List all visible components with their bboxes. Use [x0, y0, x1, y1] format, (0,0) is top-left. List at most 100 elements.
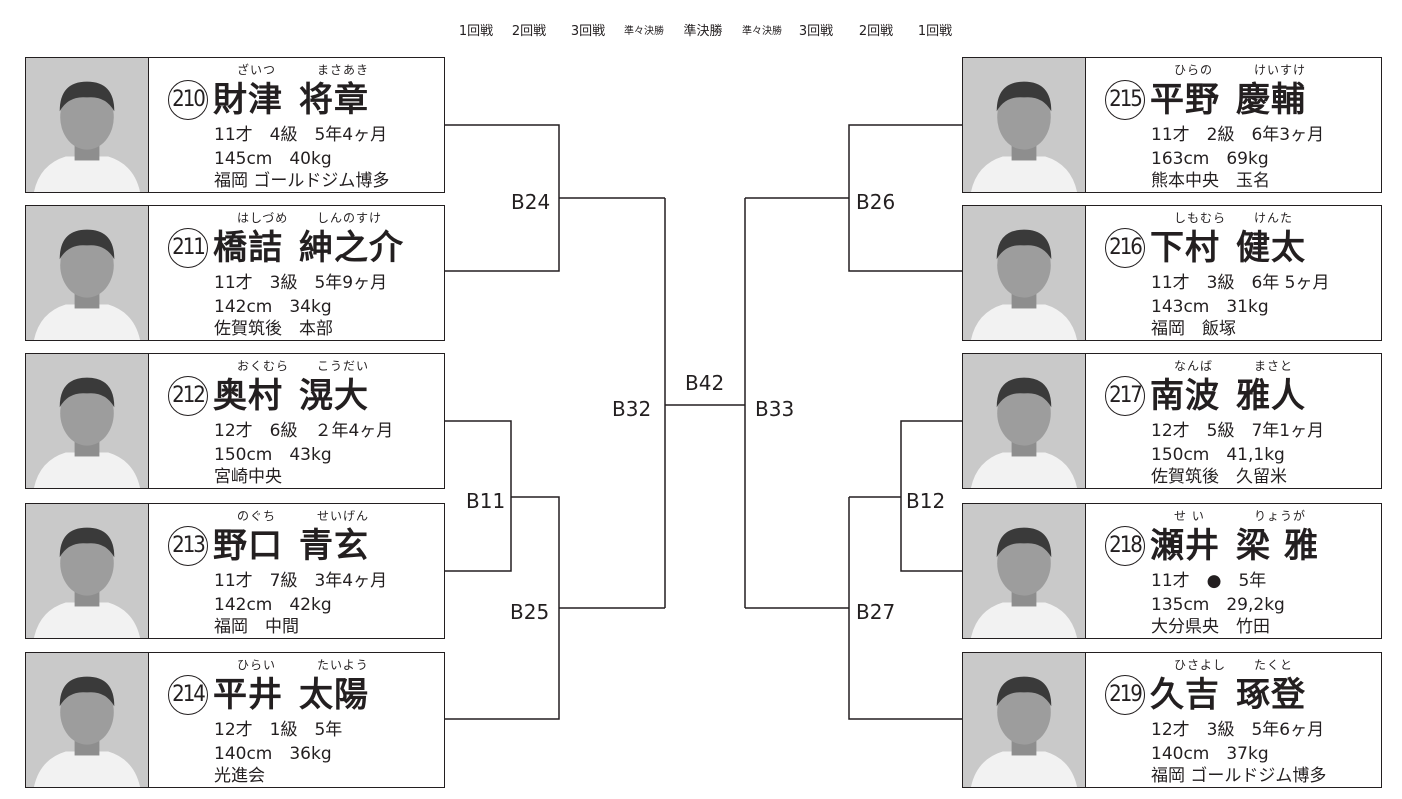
- portrait-silhouette: [963, 653, 1085, 787]
- round-label: 2回戦: [858, 24, 894, 39]
- surname-furigana: しもむら: [1174, 211, 1227, 225]
- surname: 平井: [213, 675, 283, 715]
- dojo-affiliation: 佐賀筑後 本部: [214, 319, 333, 339]
- age-rank-experience: 12才 5級 7年1ヶ月: [1151, 421, 1325, 441]
- player-info: 211 はしづめ しんのすけ 橋詰 紳之介 11才 3級 5年9ヶ月 142cm…: [149, 206, 444, 340]
- surname-furigana: なんば: [1174, 359, 1214, 373]
- portrait-silhouette: [26, 58, 148, 192]
- entry-number: 219: [1105, 675, 1145, 715]
- height-weight: 142cm 42kg: [214, 595, 332, 615]
- surname-furigana: ひらの: [1174, 63, 1214, 77]
- surname-furigana: ざいつ: [237, 63, 277, 77]
- round-label: 準々決勝: [624, 26, 664, 37]
- round-label: 3回戦: [570, 24, 606, 39]
- age-rank-experience: 12才 6級 ２年4ヶ月: [214, 421, 394, 441]
- bracket-line-b26: [848, 124, 962, 272]
- player-photo: [963, 58, 1086, 192]
- age-rank-experience: 11才 3級 5年9ヶ月: [214, 273, 388, 293]
- given-name: 青玄: [299, 526, 369, 566]
- round-label: 2回戦: [511, 24, 547, 39]
- surname: 橋詰: [213, 228, 283, 268]
- player-info: 215 ひらの けいすけ 平野 慶輔 11才 2級 6年3ヶ月 163cm 69…: [1086, 58, 1381, 192]
- given-name: 太陽: [299, 675, 369, 715]
- given-name: 雅人: [1236, 376, 1306, 416]
- age-rank-experience: 11才 7級 3年4ヶ月: [214, 571, 388, 591]
- player-info: 214 ひらい たいよう 平井 太陽 12才 1級 5年 140cm 36kg …: [149, 653, 444, 787]
- player-card-210: 210 ざいつ まさあき 財津 将章 11才 4級 5年4ヶ月 145cm 40…: [25, 57, 445, 193]
- player-info: 219 ひさよし たくと 久吉 琢登 12才 3級 5年6ヶ月 140cm 37…: [1086, 653, 1381, 787]
- player-info: 213 のぐち せいげん 野口 青玄 11才 7級 3年4ヶ月 142cm 42…: [149, 504, 444, 638]
- given-name: 紳之介: [299, 228, 404, 268]
- surname-furigana: のぐち: [237, 509, 277, 523]
- portrait-silhouette: [963, 206, 1085, 340]
- given-name-furigana: せいげん: [317, 509, 370, 523]
- player-card-215: 215 ひらの けいすけ 平野 慶輔 11才 2級 6年3ヶ月 163cm 69…: [962, 57, 1382, 193]
- player-photo: [26, 653, 149, 787]
- portrait-silhouette: [26, 653, 148, 787]
- height-weight: 163cm 69kg: [1151, 149, 1269, 169]
- age-rank-experience: 11才 ● 5年: [1151, 571, 1267, 591]
- player-card-219: 219 ひさよし たくと 久吉 琢登 12才 3級 5年6ヶ月 140cm 37…: [962, 652, 1382, 788]
- player-card-216: 216 しもむら けんた 下村 健太 11才 3級 6年 5ヶ月 143cm 3…: [962, 205, 1382, 341]
- given-name-furigana: まさと: [1254, 359, 1294, 373]
- age-rank-experience: 11才 2級 6年3ヶ月: [1151, 125, 1325, 145]
- surname: 久吉: [1150, 675, 1220, 715]
- entry-number: 212: [168, 376, 208, 416]
- given-name-furigana: けいすけ: [1254, 63, 1307, 77]
- player-card-213: 213 のぐち せいげん 野口 青玄 11才 7級 3年4ヶ月 142cm 42…: [25, 503, 445, 639]
- height-weight: 150cm 43kg: [214, 445, 332, 465]
- surname: 野口: [213, 526, 283, 566]
- match-label-b42: B42: [685, 371, 725, 395]
- age-rank-experience: 11才 3級 6年 5ヶ月: [1151, 273, 1330, 293]
- surname-furigana: はしづめ: [237, 211, 289, 225]
- match-label-b12: B12: [906, 489, 946, 513]
- player-card-214: 214 ひらい たいよう 平井 太陽 12才 1級 5年 140cm 36kg …: [25, 652, 445, 788]
- player-photo: [963, 354, 1086, 488]
- portrait-silhouette: [963, 58, 1085, 192]
- given-name: 滉大: [299, 376, 369, 416]
- player-card-217: 217 なんば まさと 南波 雅人 12才 5級 7年1ヶ月 150cm 41,…: [962, 353, 1382, 489]
- player-card-211: 211 はしづめ しんのすけ 橋詰 紳之介 11才 3級 5年9ヶ月 142cm…: [25, 205, 445, 341]
- portrait-silhouette: [26, 354, 148, 488]
- portrait-silhouette: [26, 206, 148, 340]
- portrait-silhouette: [26, 504, 148, 638]
- player-card-218: 218 せ い りょうが 瀬井 梁 雅 11才 ● 5年 135cm 29,2k…: [962, 503, 1382, 639]
- height-weight: 145cm 40kg: [214, 149, 332, 169]
- match-label-b33: B33: [755, 397, 795, 421]
- match-label-b32: B32: [612, 397, 652, 421]
- bracket-line-b12: [900, 420, 962, 572]
- player-photo: [26, 206, 149, 340]
- dojo-affiliation: 福岡 ゴールドジム博多: [214, 171, 390, 191]
- player-photo: [26, 58, 149, 192]
- dojo-affiliation: 福岡 飯塚: [1151, 319, 1236, 339]
- age-rank-experience: 12才 1級 5年: [214, 720, 343, 740]
- bracket-line-b27: [848, 497, 962, 720]
- age-rank-experience: 11才 4級 5年4ヶ月: [214, 125, 388, 145]
- dojo-affiliation: 光進会: [214, 766, 265, 786]
- dojo-affiliation: 宮崎中央: [214, 467, 282, 487]
- match-label-b25: B25: [510, 600, 550, 624]
- height-weight: 143cm 31kg: [1151, 297, 1269, 317]
- round-label: 準々決勝: [742, 26, 782, 37]
- surname-furigana: せ い: [1174, 509, 1205, 523]
- given-name: 将章: [299, 80, 369, 120]
- player-info: 212 おくむら こうだい 奥村 滉大 12才 6級 ２年4ヶ月 150cm 4…: [149, 354, 444, 488]
- player-photo: [963, 653, 1086, 787]
- height-weight: 140cm 36kg: [214, 744, 332, 764]
- surname-furigana: ひらい: [237, 658, 277, 672]
- height-weight: 150cm 41,1kg: [1151, 445, 1285, 465]
- given-name: 慶輔: [1236, 80, 1306, 120]
- dojo-affiliation: 大分県央 竹田: [1151, 617, 1270, 637]
- match-label-b11: B11: [466, 489, 506, 513]
- player-photo: [963, 504, 1086, 638]
- match-label-b27: B27: [856, 600, 896, 624]
- player-photo: [26, 504, 149, 638]
- round-label: 1回戦: [458, 24, 494, 39]
- given-name-furigana: こうだい: [317, 359, 370, 373]
- entry-number: 214: [168, 675, 208, 715]
- player-info: 210 ざいつ まさあき 財津 将章 11才 4級 5年4ヶ月 145cm 40…: [149, 58, 444, 192]
- age-rank-experience: 12才 3級 5年6ヶ月: [1151, 720, 1325, 740]
- given-name-furigana: まさあき: [317, 63, 370, 77]
- given-name-furigana: しんのすけ: [317, 211, 383, 225]
